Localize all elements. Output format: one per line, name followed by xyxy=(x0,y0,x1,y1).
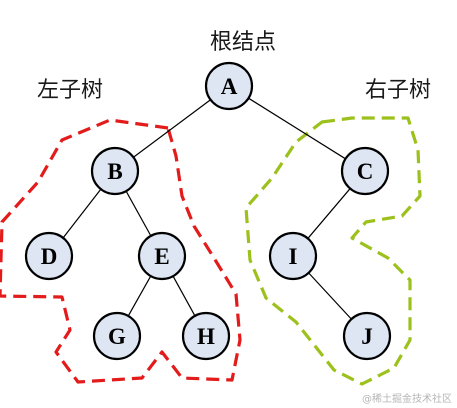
node-b: B xyxy=(90,146,140,196)
left-subtree-caption: 左子树 xyxy=(37,78,103,103)
node-i: I xyxy=(268,231,318,281)
node-h-label: H xyxy=(197,324,215,349)
node-g-circle xyxy=(92,311,142,361)
tree-edges xyxy=(62,97,352,320)
node-j-circle xyxy=(342,311,392,361)
right-subtree-caption: 右子树 xyxy=(365,78,431,103)
node-d: D xyxy=(24,231,74,281)
node-b-circle xyxy=(90,146,140,196)
left-subtree-region xyxy=(0,118,242,384)
edge-a-b xyxy=(133,99,211,158)
node-d-circle xyxy=(24,231,74,281)
node-h-circle xyxy=(181,311,231,361)
node-e: E xyxy=(137,231,187,281)
node-c-label: C xyxy=(357,159,374,184)
node-b-label: B xyxy=(107,159,122,184)
node-h: H xyxy=(181,311,231,361)
node-e-label: E xyxy=(154,244,169,269)
node-j-label: J xyxy=(361,324,373,349)
node-g-label: G xyxy=(108,324,126,349)
root-caption: 根结点 xyxy=(210,30,276,55)
right-subtree-region xyxy=(244,116,422,386)
edge-b-d xyxy=(62,188,102,239)
node-a: A xyxy=(204,61,254,111)
node-c: C xyxy=(340,146,390,196)
node-e-circle xyxy=(137,231,187,281)
edge-b-e xyxy=(125,190,152,237)
edge-a-c xyxy=(248,97,346,160)
edge-e-h xyxy=(172,275,196,317)
node-i-label: I xyxy=(289,244,298,269)
tree-nodes: A B C D E I G H xyxy=(24,61,392,361)
node-d-label: D xyxy=(41,244,58,269)
node-i-circle xyxy=(268,231,318,281)
node-g: G xyxy=(92,311,142,361)
node-j: J xyxy=(342,311,392,361)
node-a-label: A xyxy=(221,74,238,99)
edge-i-j xyxy=(308,272,352,320)
watermark-text: @稀土掘金技术社区 xyxy=(362,392,452,405)
node-c-circle xyxy=(340,146,390,196)
edge-e-g xyxy=(127,275,152,317)
node-a-circle xyxy=(204,61,254,111)
edge-c-i xyxy=(307,188,351,239)
